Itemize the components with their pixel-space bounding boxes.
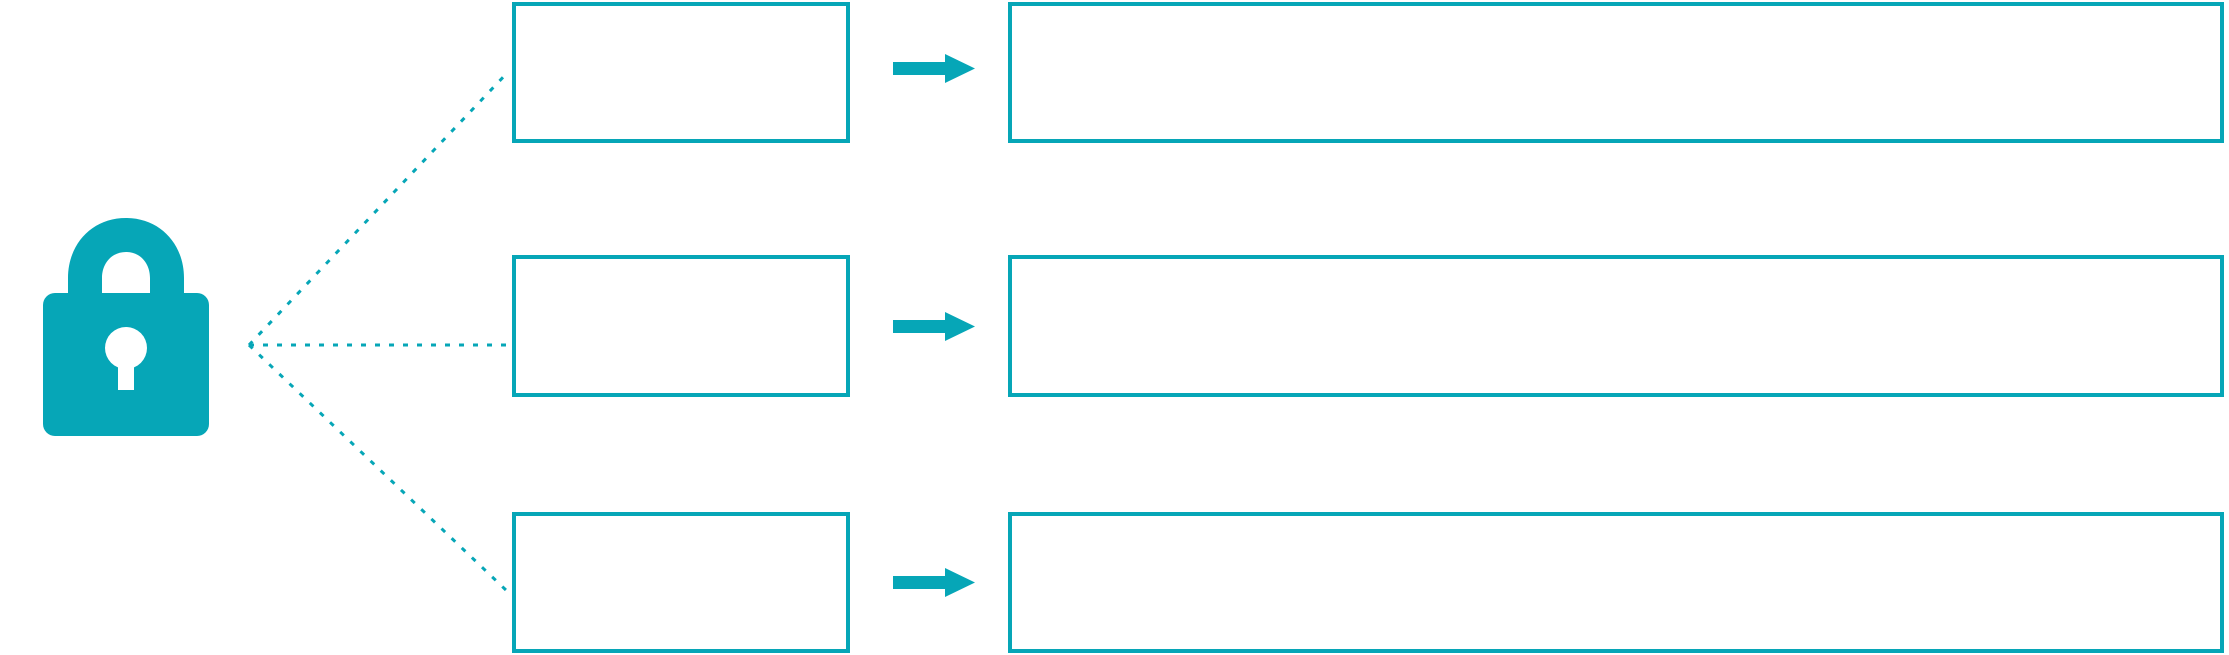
connector-line-row-3 [247,343,510,594]
arrow-right-icon [893,312,975,341]
cause-box-row-3[interactable] [512,512,850,653]
connector-line-row-1 [247,70,510,347]
padlock-icon [43,218,209,436]
effect-box-row-1[interactable] [1008,2,2224,143]
arrow-right-icon [893,54,975,83]
cause-box-row-1[interactable] [512,2,850,143]
effect-box-row-2[interactable] [1008,255,2224,397]
cause-box-row-2[interactable] [512,255,850,397]
arrow-right-icon [893,568,975,597]
effect-box-row-3[interactable] [1008,512,2224,653]
